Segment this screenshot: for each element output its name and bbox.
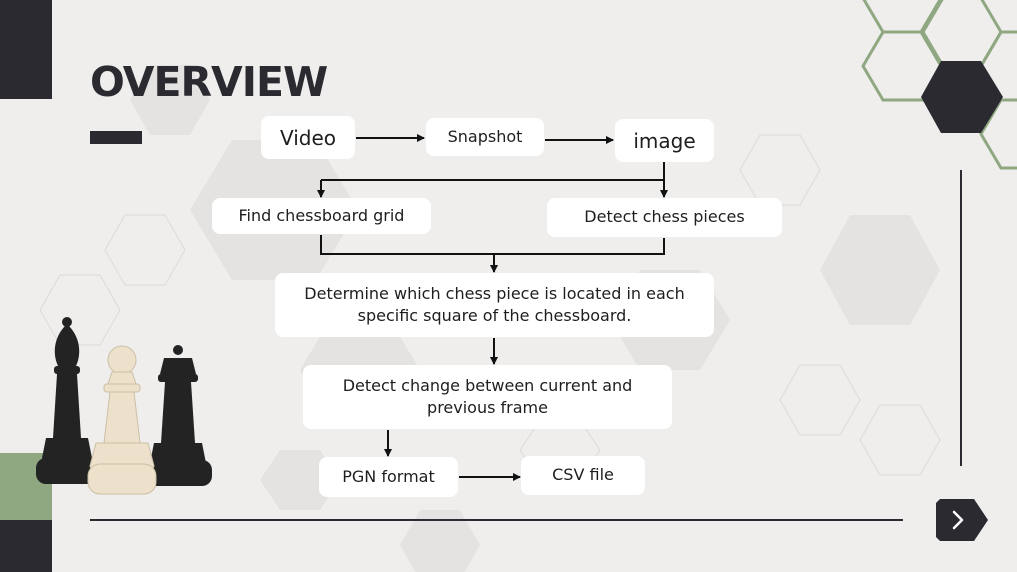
bottom-divider [90,519,903,521]
chevron-right-icon [936,499,988,541]
hexagon-decoration [861,0,1017,170]
change-box: Detect change between current and previo… [303,365,672,429]
csv-label: CSV file [552,465,614,485]
left-dark-bar-bottom [0,520,52,572]
left-dark-bar-top [0,0,52,99]
change-line-1: Detect change between current and [342,375,633,395]
determine-line-2: specific square of the chessboard. [357,306,632,325]
snapshot-box: Snapshot [426,118,544,156]
page-title: OVERVIEW [90,58,328,106]
right-vertical-divider [960,170,962,466]
title-underline-bar [90,131,142,144]
video-box: Video [261,116,355,159]
detect-pieces-label: Detect chess pieces [584,207,745,227]
find-grid-box: Find chessboard grid [212,198,431,234]
change-line-2: previous frame [427,398,548,417]
detect-pieces-box: Detect chess pieces [547,198,782,237]
csv-box: CSV file [521,456,645,495]
pgn-label: PGN format [342,466,435,486]
snapshot-label: Snapshot [447,126,523,146]
determine-line-1: Determine which chess piece is located i… [304,283,685,303]
video-label: Video [279,125,337,150]
determine-box: Determine which chess piece is located i… [275,273,714,337]
chess-pieces-illustration [36,317,212,495]
find-grid-label: Find chessboard grid [238,205,405,225]
image-box: image [615,119,714,162]
image-label: image [633,128,696,153]
pgn-box: PGN format [319,457,458,497]
next-slide-button[interactable] [936,499,988,541]
